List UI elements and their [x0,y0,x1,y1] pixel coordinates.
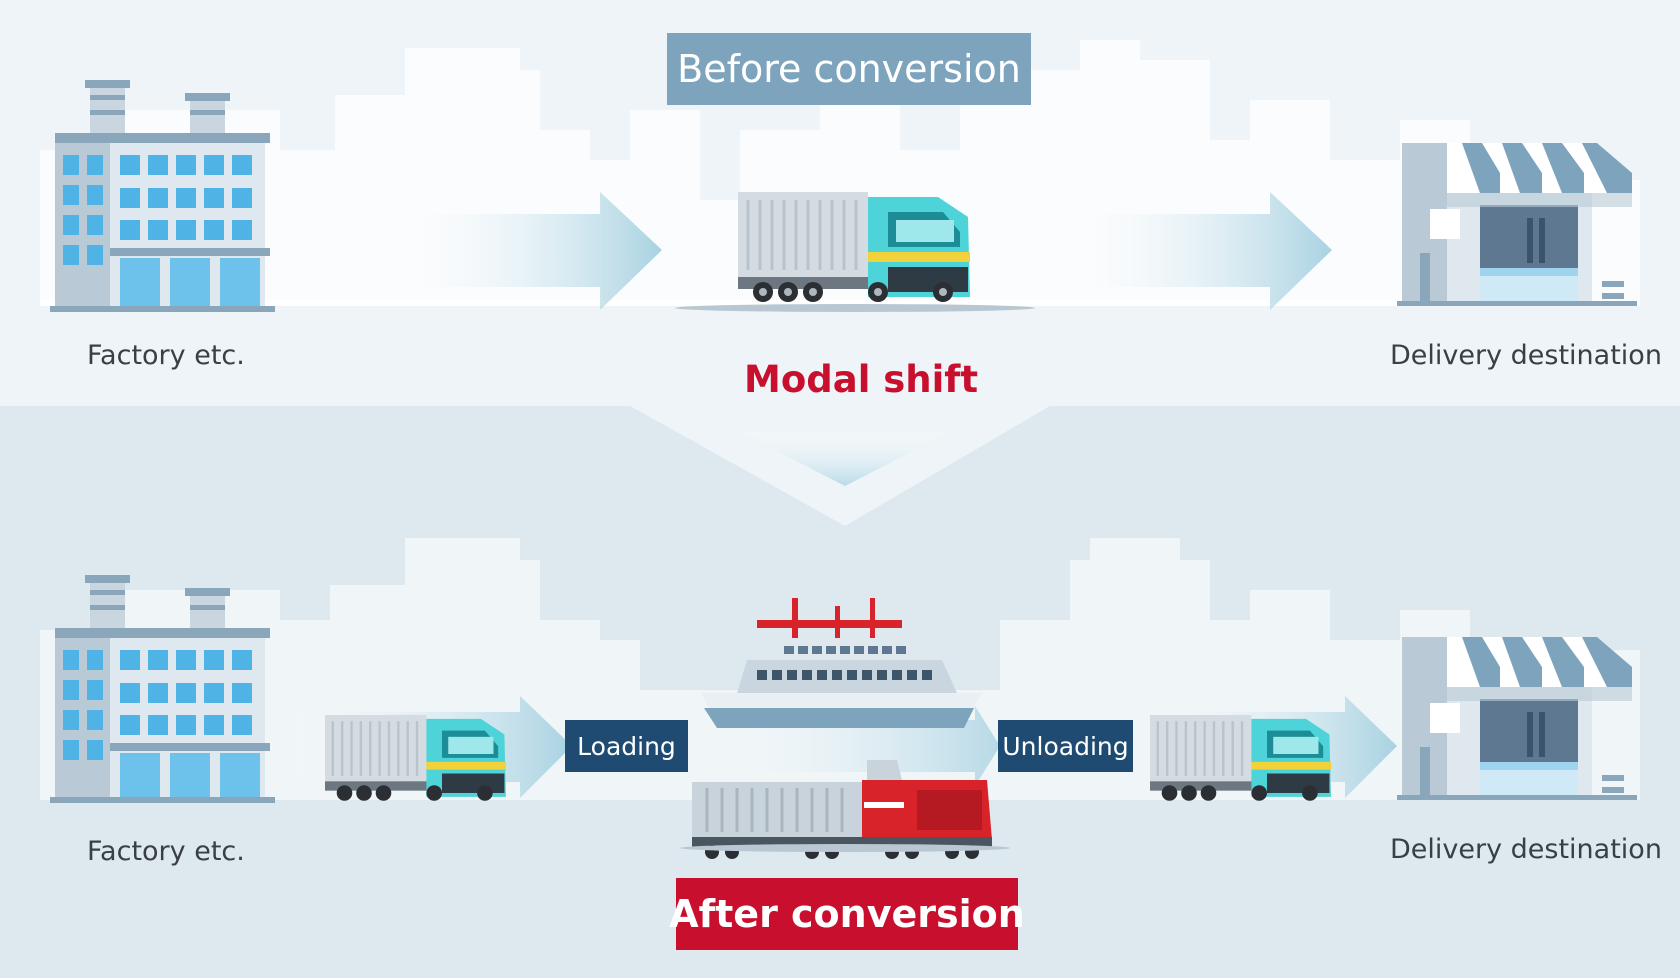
truck-icon [1150,715,1331,801]
shift-arrow-icon [740,432,950,486]
train-icon [692,760,992,859]
arrow-icon [1055,192,1332,310]
arrow-icon [385,192,662,310]
truck-icon [325,715,506,801]
before-conversion-badge: Before conversion [667,33,1031,105]
store-icon [1397,637,1637,800]
loading-badge: Loading [565,720,688,772]
factory-icon [50,80,275,312]
origin-label-after: Factory etc. [87,836,245,867]
truck-icon [738,192,970,302]
origin-label-before: Factory etc. [87,340,245,371]
factory-icon [50,575,275,803]
store-icon [1397,143,1637,306]
ground-top [40,300,1640,306]
train-shadow [680,844,1010,852]
modal-shift-label: Modal shift [744,358,979,401]
destination-label-after: Delivery destination [1390,834,1662,865]
destination-label-before: Delivery destination [1390,340,1662,371]
after-conversion-badge: After conversion [669,878,1025,950]
ship-icon [702,598,982,728]
truck-shadow [675,304,1035,312]
unloading-badge: Unloading [998,720,1133,772]
